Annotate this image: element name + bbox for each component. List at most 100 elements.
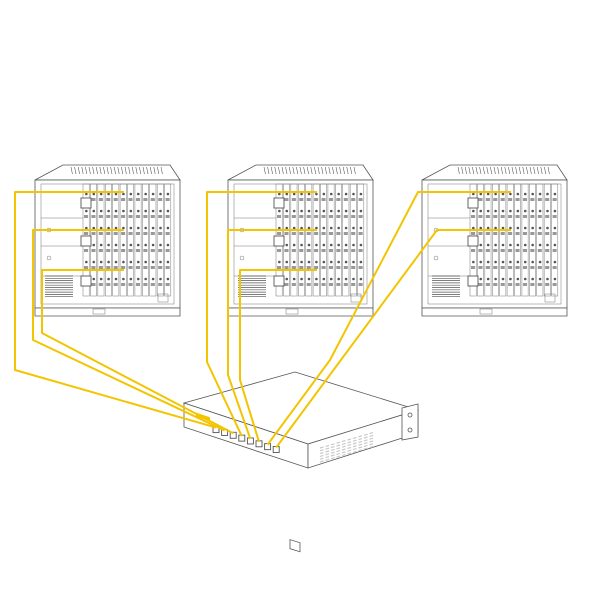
card-faceplate	[327, 183, 335, 297]
vent-slot	[352, 445, 357, 448]
card-port	[277, 232, 282, 235]
card-port	[150, 198, 155, 201]
card-port	[500, 249, 505, 252]
card-led-icon	[114, 209, 118, 213]
card-led-icon	[322, 243, 326, 247]
vent-slot	[369, 434, 374, 437]
card-slot	[298, 183, 305, 297]
card-led-icon	[114, 277, 118, 281]
card-port	[478, 198, 483, 201]
card-faceplate	[335, 183, 342, 297]
card-port	[552, 215, 557, 218]
card-led-icon	[85, 209, 88, 213]
card-port	[508, 283, 513, 286]
vent-slot	[369, 437, 374, 440]
card-port	[291, 198, 296, 201]
card-port	[537, 215, 542, 218]
card-port	[485, 215, 490, 218]
card-led-icon	[501, 243, 505, 247]
card-slot	[551, 183, 559, 297]
vent-slot	[347, 449, 352, 452]
card-port	[299, 249, 304, 252]
top-vent-slot	[324, 166, 327, 175]
card-slot	[320, 183, 327, 297]
card-slot	[484, 183, 492, 297]
card-port	[508, 249, 513, 252]
top-vent-slot	[99, 166, 102, 175]
card-slot	[514, 183, 521, 297]
card-port	[545, 266, 550, 269]
card-led-icon	[538, 277, 542, 281]
card-port	[552, 198, 557, 201]
card-port	[291, 215, 296, 218]
card-port	[358, 249, 363, 252]
card-led-icon	[359, 243, 363, 247]
card-led-icon	[509, 192, 512, 196]
card-led-icon	[509, 209, 512, 213]
card-faceplate	[112, 183, 120, 297]
card-led-icon	[114, 226, 118, 230]
network-cable	[275, 229, 511, 449]
card-port	[537, 266, 542, 269]
card-faceplate	[298, 183, 305, 297]
card-port	[158, 283, 163, 286]
card-port	[351, 249, 356, 252]
card-port	[113, 198, 118, 201]
card-led-icon	[359, 209, 363, 213]
vent-slot	[363, 439, 368, 442]
card-led-icon	[486, 192, 490, 196]
card-led-icon	[99, 226, 103, 230]
card-port	[150, 266, 155, 269]
card-port	[351, 198, 356, 201]
card-led-icon	[494, 260, 497, 264]
cable-group	[14, 191, 511, 449]
card-led-icon	[107, 209, 110, 213]
vent-slot	[336, 455, 341, 458]
card-led-icon	[129, 277, 133, 281]
uplink-module	[80, 235, 92, 247]
card-led-icon	[107, 243, 110, 247]
card-led-icon	[531, 260, 534, 264]
card-faceplate	[149, 183, 157, 297]
vent-slot	[347, 446, 352, 449]
card-faceplate	[164, 183, 172, 297]
top-vent-slot	[332, 166, 335, 175]
vent-slot	[341, 440, 346, 443]
vent-slot	[325, 444, 330, 447]
card-port	[515, 249, 520, 252]
card-led-icon	[523, 260, 527, 264]
vent-slot	[369, 446, 374, 449]
top-vent-slot	[263, 166, 266, 175]
card-port	[91, 249, 96, 252]
card-port	[321, 198, 326, 201]
card-led-icon	[329, 243, 333, 247]
card-led-icon	[307, 243, 311, 247]
card-port	[321, 283, 326, 286]
card-port	[485, 249, 490, 252]
card-led-icon	[166, 277, 170, 281]
card-port	[314, 266, 319, 269]
card-port	[515, 232, 520, 235]
card-led-icon	[329, 277, 333, 281]
card-port	[351, 215, 356, 218]
card-led-icon	[486, 226, 490, 230]
top-vent-slot	[536, 166, 539, 175]
network-cable	[266, 191, 511, 446]
card-led-icon	[509, 277, 512, 281]
card-slot	[349, 183, 357, 297]
card-port	[493, 249, 498, 252]
card-led-icon	[516, 260, 520, 264]
top-vent-slot	[511, 166, 514, 175]
card-port	[165, 266, 170, 269]
card-led-icon	[85, 192, 88, 196]
card-port	[299, 215, 304, 218]
card-port	[471, 249, 476, 252]
card-led-icon	[538, 260, 542, 264]
top-vent-slot	[135, 166, 138, 175]
card-led-icon	[546, 209, 549, 213]
card-port	[321, 266, 326, 269]
top-vent-slot	[117, 166, 120, 175]
card-port	[522, 198, 527, 201]
top-vent-slot	[547, 166, 550, 175]
